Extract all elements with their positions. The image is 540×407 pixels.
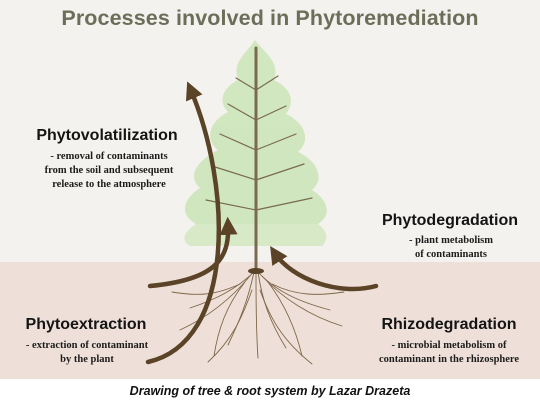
phytodegradation-arrow bbox=[270, 245, 379, 292]
phytovolatilization-label: Phytovolatilization bbox=[36, 127, 178, 144]
rhizodegradation-label: Rhizodegradation bbox=[381, 316, 517, 333]
phytoextraction-arrow bbox=[147, 216, 238, 289]
diagram-title: Processes involved in Phytoremediation bbox=[61, 6, 479, 30]
phytovolatilization-description: - removal of contaminants from the soil … bbox=[44, 151, 174, 190]
phytodegradation-description: - plant metabolism of contaminants bbox=[409, 235, 493, 260]
root-crown bbox=[248, 268, 264, 274]
phytovolatilization-arrow bbox=[145, 81, 222, 365]
tree-trunk bbox=[205, 46, 313, 274]
phytodegradation-label: Phytodegradation bbox=[381, 212, 518, 229]
root-system bbox=[171, 269, 345, 365]
image-caption: Drawing of tree & root system by Lazar D… bbox=[129, 384, 411, 398]
soil-background bbox=[0, 262, 540, 379]
process-arrows bbox=[145, 81, 379, 365]
caption-band bbox=[0, 379, 540, 407]
phytoextraction-description: - extraction of contaminant by the plant bbox=[25, 340, 149, 365]
phytoextraction-label: Phytoextraction bbox=[25, 316, 147, 333]
rhizodegradation-description: - microbial metabolism of contaminant in… bbox=[378, 340, 520, 365]
